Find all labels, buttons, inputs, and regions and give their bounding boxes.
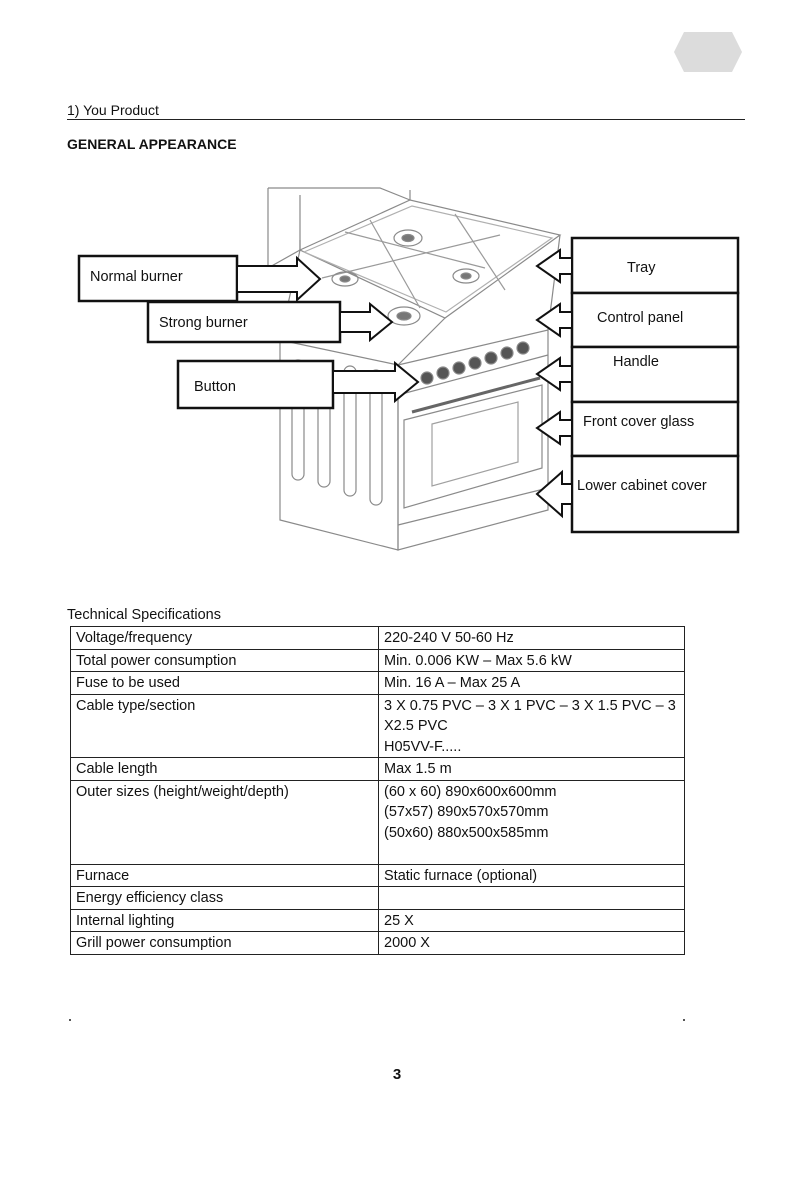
spec-value: 2000 X [378,931,685,955]
spec-value: 25 X [378,908,685,932]
spec-value: Min. 16 A – Max 25 A [378,671,685,695]
spec-label: Total power consumption [70,648,379,672]
spec-label: Internal lighting [70,908,379,932]
spec-value: Min. 0.006 KW – Max 5.6 kW [378,648,685,672]
heading-rule [67,119,745,120]
callout-front-cover-glass: Front cover glass [535,400,740,458]
spec-label: Energy efficiency class [70,886,379,910]
spec-value: 220-240 V 50-60 Hz [378,626,685,650]
callout-label-control-panel: Control panel [597,310,683,326]
callout-label-strong-burner: Strong burner [159,315,248,331]
callout-control-panel: Control panel [535,291,740,349]
spec-label: Grill power consumption [70,931,379,955]
cooker-diagram: Normal burner Strong burner Button Tray … [77,187,740,551]
spec-value: Max 1.5 m [378,757,685,781]
callout-label-normal-burner: Normal burner [90,269,183,285]
general-appearance-title: GENERAL APPEARANCE [67,136,237,152]
spec-label: Furnace [70,863,379,887]
callout-label-button: Button [194,379,236,395]
technical-specifications-title: Technical Specifications [67,607,221,623]
callout-label-lower-cabinet-cover: Lower cabinet cover [577,478,707,494]
footer-mark-right [683,1019,685,1021]
callout-normal-burner: Normal burner [77,254,322,303]
section-heading: 1) You Product [67,102,159,118]
spec-label: Cable length [70,757,379,781]
spec-value: 3 X 0.75 PVC – 3 X 1 PVC – 3 X 1.5 PVC –… [378,693,685,758]
callout-lower-cabinet-cover: Lower cabinet cover [535,454,740,534]
spec-label: Outer sizes (height/weight/depth) [70,779,379,865]
spec-label: Fuse to be used [70,671,379,695]
spec-label: Cable type/section [70,693,379,758]
spec-row: Energy efficiency class [70,886,685,910]
page-number: 3 [392,1066,402,1083]
spec-value [378,886,685,910]
cooker-illustration [267,187,562,551]
spec-value: (60 x 60) 890x600x600mm (57x57) 890x570x… [378,779,685,865]
callout-tray: Tray [535,236,740,295]
callout-button: Button [176,359,420,410]
callout-label-handle: Handle [613,354,659,370]
callout-label-front-cover-glass: Front cover glass [583,414,694,430]
footer-mark-left [69,1019,71,1021]
spec-label: Voltage/frequency [70,626,379,650]
spec-value: Static furnace (optional) [378,863,685,887]
spec-row: Outer sizes (height/weight/depth)(60 x 6… [70,779,685,865]
callout-strong-burner: Strong burner [146,300,394,344]
callout-handle: Handle [535,345,740,404]
callout-label-tray: Tray [627,260,656,276]
page-corner-tab [674,32,742,72]
